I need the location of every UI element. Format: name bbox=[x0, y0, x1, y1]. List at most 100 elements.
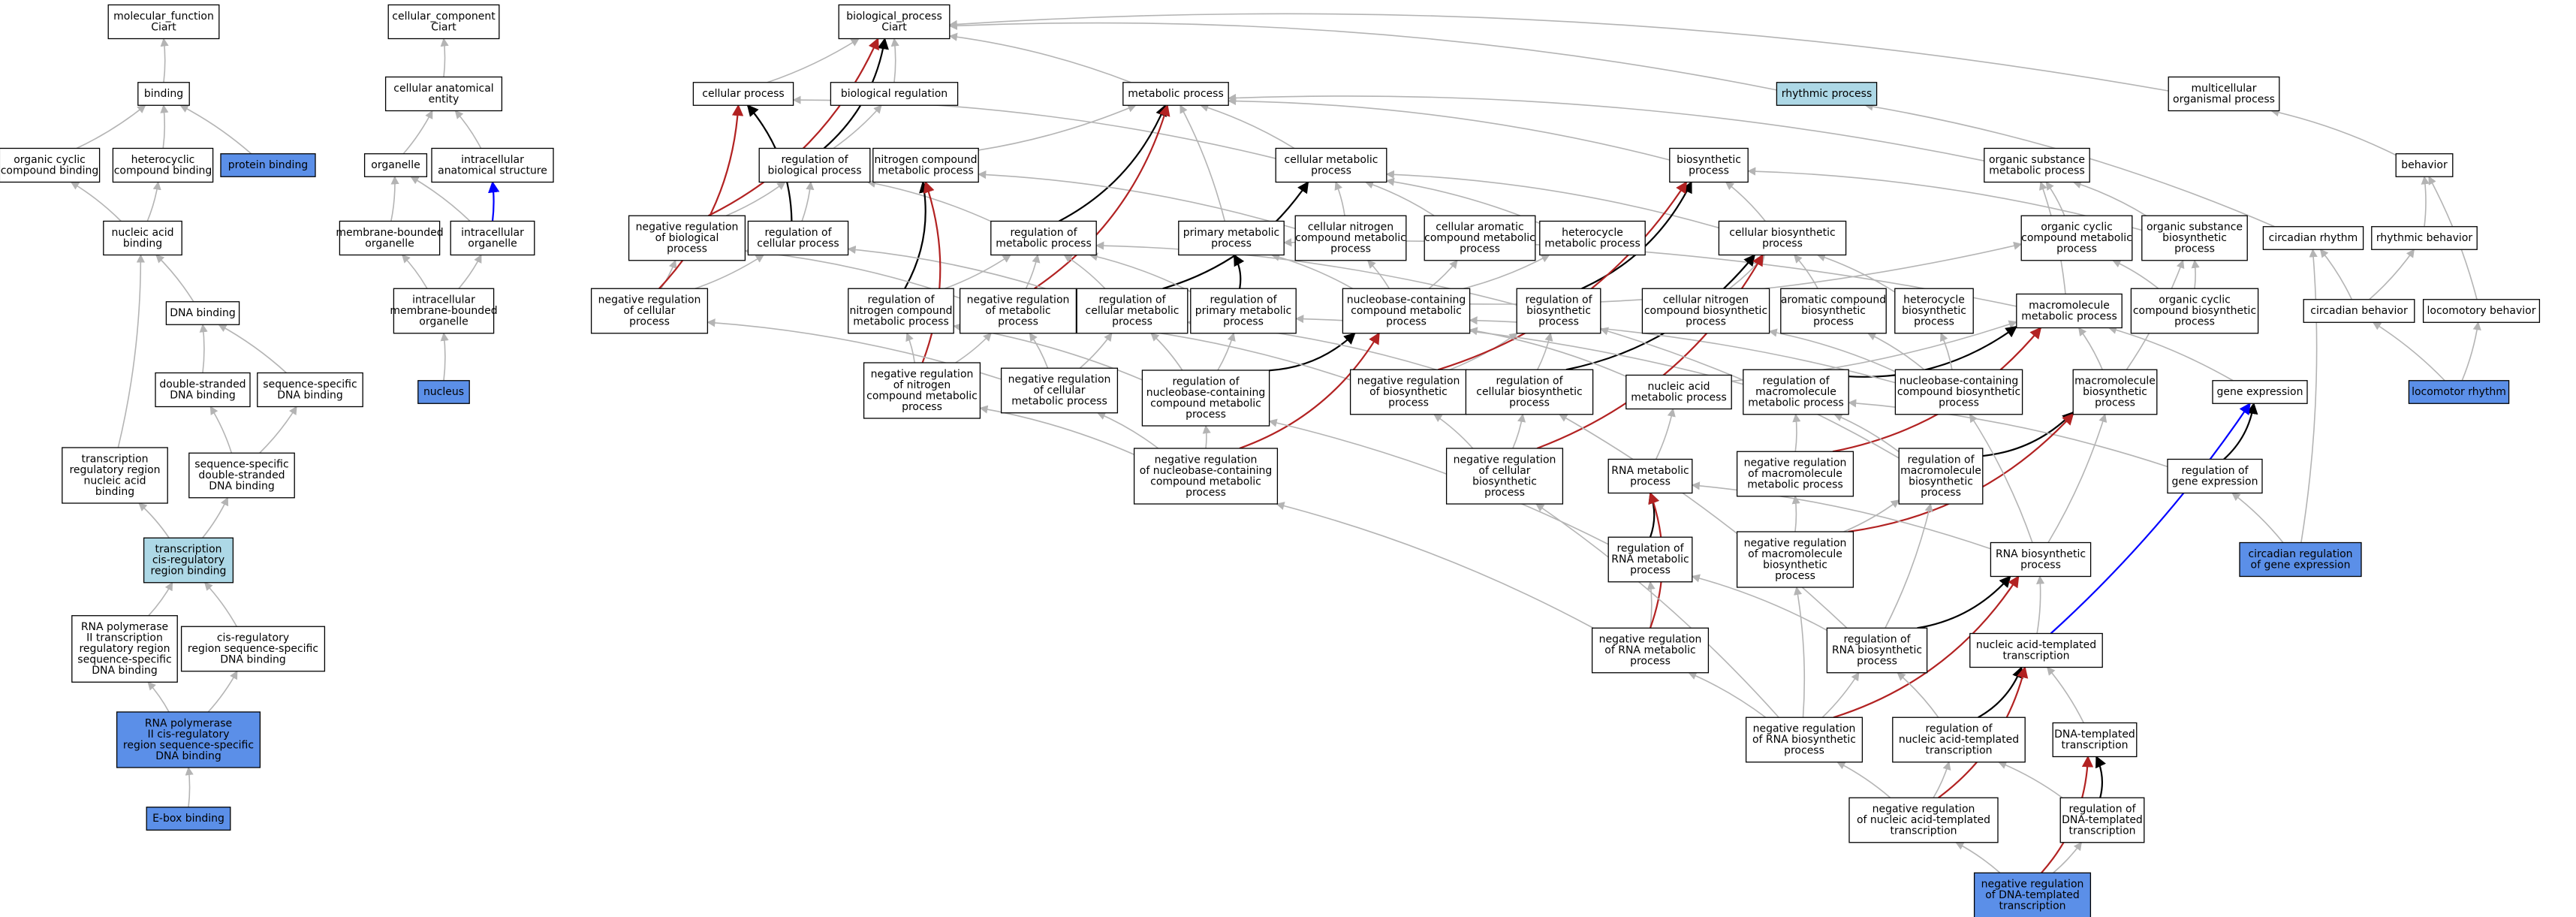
go-term-node-rhythmic-behavior[interactable]: rhythmic behavior bbox=[2371, 226, 2478, 250]
go-term-node-behavior[interactable]: behavior bbox=[2395, 153, 2454, 177]
go-term-node-dna-binding[interactable]: DNA binding bbox=[165, 301, 240, 325]
go-term-node-protein-binding[interactable]: protein binding bbox=[220, 153, 316, 177]
edge-is-a bbox=[1433, 414, 1474, 449]
go-term-node-binding[interactable]: binding bbox=[137, 82, 190, 106]
go-term-node-metabolic-process[interactable]: metabolic process bbox=[1122, 82, 1229, 106]
go-term-node-gene-expression[interactable]: gene expression bbox=[2212, 380, 2308, 404]
node-box bbox=[1424, 215, 1536, 261]
go-term-node-locomotor-rhythm[interactable]: locomotor rhythm bbox=[2408, 380, 2510, 404]
go-term-node-biological-regulation[interactable]: biological regulation bbox=[830, 82, 959, 106]
node-label-line: binding bbox=[95, 486, 134, 498]
go-term-node-reg-macromolecule-bios[interactable]: regulation ofmacromoleculebiosyntheticpr… bbox=[1898, 448, 1984, 505]
node-label-line: DNA binding bbox=[170, 389, 235, 401]
go-term-node-circadian-behavior[interactable]: circadian behavior bbox=[2303, 299, 2415, 323]
node-label-line: transcription bbox=[1999, 900, 2065, 912]
go-term-node-nucleus[interactable]: nucleus bbox=[417, 380, 470, 404]
go-term-node-locomotory-behavior[interactable]: locomotory behavior bbox=[2422, 299, 2541, 323]
edge-is-a bbox=[1334, 181, 1345, 216]
go-term-node-cellular-process[interactable]: cellular process bbox=[692, 82, 794, 106]
go-term-node-ebox-binding[interactable]: E-box binding bbox=[146, 807, 231, 831]
go-term-node-circadian-rhythm[interactable]: circadian rhythm bbox=[2262, 226, 2364, 250]
go-term-node-rhythmic-process[interactable]: rhythmic process bbox=[1776, 82, 1878, 106]
go-term-node-reg-nucleobase-met[interactable]: regulation ofnucleobase-containingcompou… bbox=[1141, 370, 1270, 427]
go-term-node-organelle[interactable]: organelle bbox=[363, 153, 428, 177]
node-label-line: macromolecule bbox=[2029, 300, 2110, 312]
edge-is-a bbox=[1096, 412, 1159, 449]
